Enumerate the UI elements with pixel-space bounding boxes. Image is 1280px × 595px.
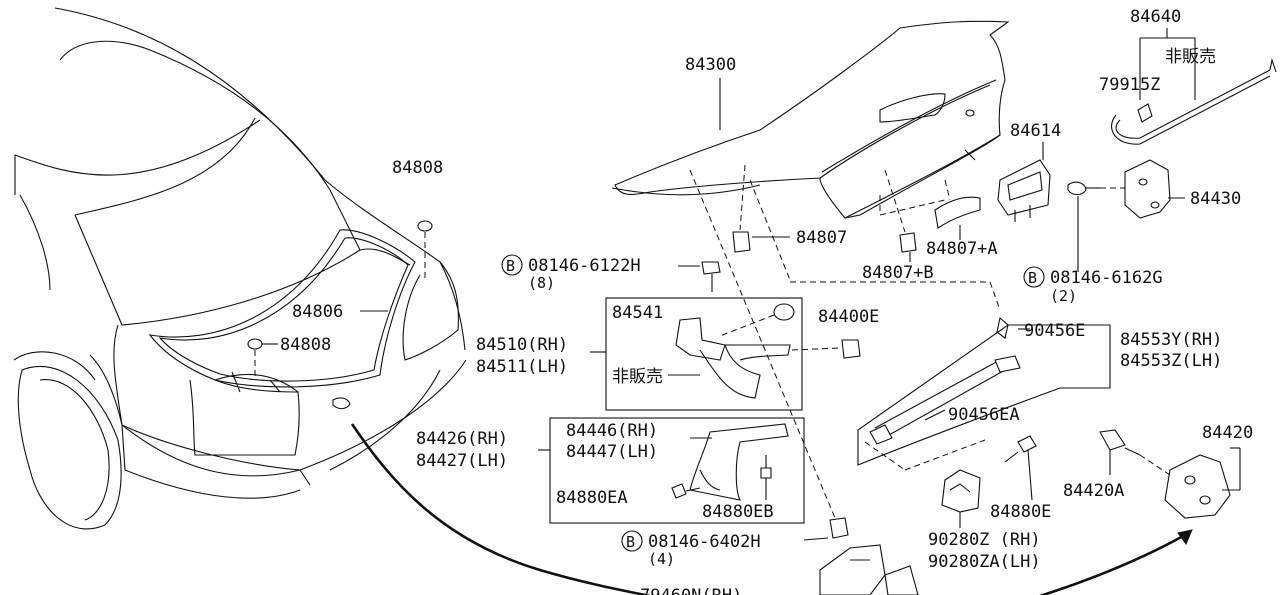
stay-box-84553: [857, 316, 1111, 471]
part-labels: 84640 非販売 79915Z 84300 84614 84430 84808…: [280, 7, 1253, 595]
label-not-for-sale-mid: 非販売: [612, 367, 663, 387]
label-84806: 84806: [292, 302, 343, 322]
label-bolt-6162g: 08146-6162G: [1050, 268, 1163, 288]
circle-b-label: B: [506, 257, 515, 275]
striker-84430: [1067, 159, 1185, 272]
circle-b-label: B: [1028, 269, 1037, 287]
bolt-84880e: [1004, 435, 1037, 501]
label-84808-mid: 84808: [280, 335, 331, 355]
label-84427: 84427(LH): [416, 451, 508, 471]
label-84420a: 84420A: [1063, 481, 1124, 501]
label-not-for-sale-top: 非販売: [1165, 47, 1216, 67]
label-84614: 84614: [1010, 121, 1061, 141]
bolt-6402h: [803, 517, 849, 541]
label-84807: 84807: [796, 228, 847, 248]
label-84426: 84426(RH): [416, 429, 508, 449]
label-84640: 84640: [1130, 7, 1181, 27]
support-rod-84640: [1111, 28, 1277, 145]
label-84807a: 84807+A: [926, 239, 998, 259]
label-84880eb: 84880EB: [702, 502, 774, 522]
trunk-lid-84300: [611, 20, 1010, 531]
label-84880e: 84880E: [990, 502, 1051, 522]
label-90280za: 90280ZA(LH): [928, 552, 1041, 572]
label-90456e: 90456E: [1024, 321, 1085, 341]
bracket-90280z: [941, 469, 981, 528]
label-90280z: 90280Z (RH): [928, 530, 1041, 550]
car-rear-illustration: [13, 7, 467, 530]
label-84553y: 84553Y(RH): [1120, 330, 1222, 350]
bumper-84807a: [934, 196, 981, 240]
label-84807b: 84807+B: [862, 263, 934, 283]
label-qty-4: (4): [648, 550, 675, 568]
lamp-84614: [997, 142, 1051, 222]
label-84420: 84420: [1202, 423, 1253, 443]
label-84808-top: 84808: [392, 158, 443, 178]
bumper-84807: [732, 231, 790, 253]
label-qty-8: (8): [528, 274, 555, 292]
label-84511: 84511(LH): [476, 357, 568, 377]
label-84880ea: 84880EA: [556, 488, 628, 508]
label-84553z: 84553Z(LH): [1120, 351, 1222, 371]
label-84447: 84447(LH): [566, 442, 658, 462]
label-qty-2: (2): [1050, 287, 1077, 305]
callout-arrow: [350, 423, 1193, 595]
label-84300: 84300: [685, 55, 736, 75]
bolt-6122h: [678, 261, 721, 292]
label-84446: 84446(RH): [566, 421, 658, 441]
circle-b-markers: B B B: [501, 254, 1045, 552]
label-79915z: 79915Z: [1099, 75, 1160, 95]
label-90456ea: 90456EA: [948, 405, 1020, 425]
label-84430: 84430: [1190, 189, 1241, 209]
circle-b-label: B: [626, 533, 635, 551]
lock-84420: [1099, 429, 1241, 519]
bumper-84807b: [899, 232, 917, 262]
label-84541: 84541: [612, 303, 663, 323]
lower-bracket-79460n: [819, 544, 919, 595]
hinge-box-84510: [590, 297, 861, 411]
label-84400e: 84400E: [818, 307, 879, 327]
label-84510: 84510(RH): [476, 335, 568, 355]
label-79460n: 79460N(RH): [640, 586, 742, 595]
hinge-box-84426: [538, 417, 805, 524]
label-bolt-6402h: 08146-6402H: [648, 532, 761, 552]
label-bolt-6122h: 08146-6122H: [528, 256, 641, 276]
